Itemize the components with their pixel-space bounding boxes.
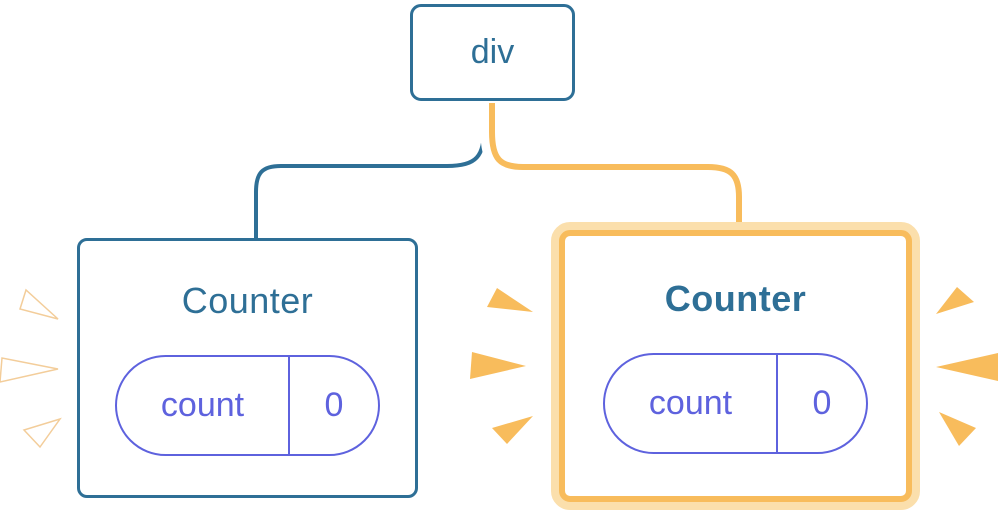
- root-node-div: div: [410, 4, 575, 101]
- counter-card-right: Counter count 0: [559, 230, 912, 502]
- counter-card-right-content: Counter count 0: [565, 236, 906, 496]
- spark-orange-left-top-icon: [487, 288, 533, 312]
- state-pill: count 0: [603, 353, 868, 454]
- connector-orange: [489, 103, 742, 236]
- root-node-label: div: [470, 33, 515, 71]
- state-pill-divider: [776, 355, 778, 452]
- connector-blue: [254, 103, 486, 241]
- spark-white-middle-icon: [0, 357, 59, 383]
- spark-orange-right-top-icon: [936, 287, 974, 314]
- state-pill: count 0: [115, 355, 380, 456]
- state-key: count: [648, 384, 733, 422]
- counter-card-right-highlight: Counter count 0: [551, 222, 920, 510]
- counter-card-left-content: Counter count 0: [80, 241, 415, 495]
- spark-orange-left-middle-icon: [470, 352, 526, 379]
- state-value: 0: [812, 384, 832, 422]
- spark-white-top-icon: [19, 288, 59, 320]
- counter-card-left: Counter count 0: [77, 238, 418, 498]
- spark-orange-right-bottom-icon: [939, 412, 976, 446]
- state-value: 0: [324, 386, 344, 424]
- state-key: count: [160, 386, 245, 424]
- spark-white-bottom-icon: [22, 417, 62, 449]
- state-pill-divider: [288, 357, 290, 454]
- spark-orange-right-middle-icon: [936, 353, 998, 381]
- counter-title: Counter: [181, 280, 314, 321]
- counter-title: Counter: [664, 278, 807, 319]
- spark-orange-left-bottom-icon: [492, 416, 533, 444]
